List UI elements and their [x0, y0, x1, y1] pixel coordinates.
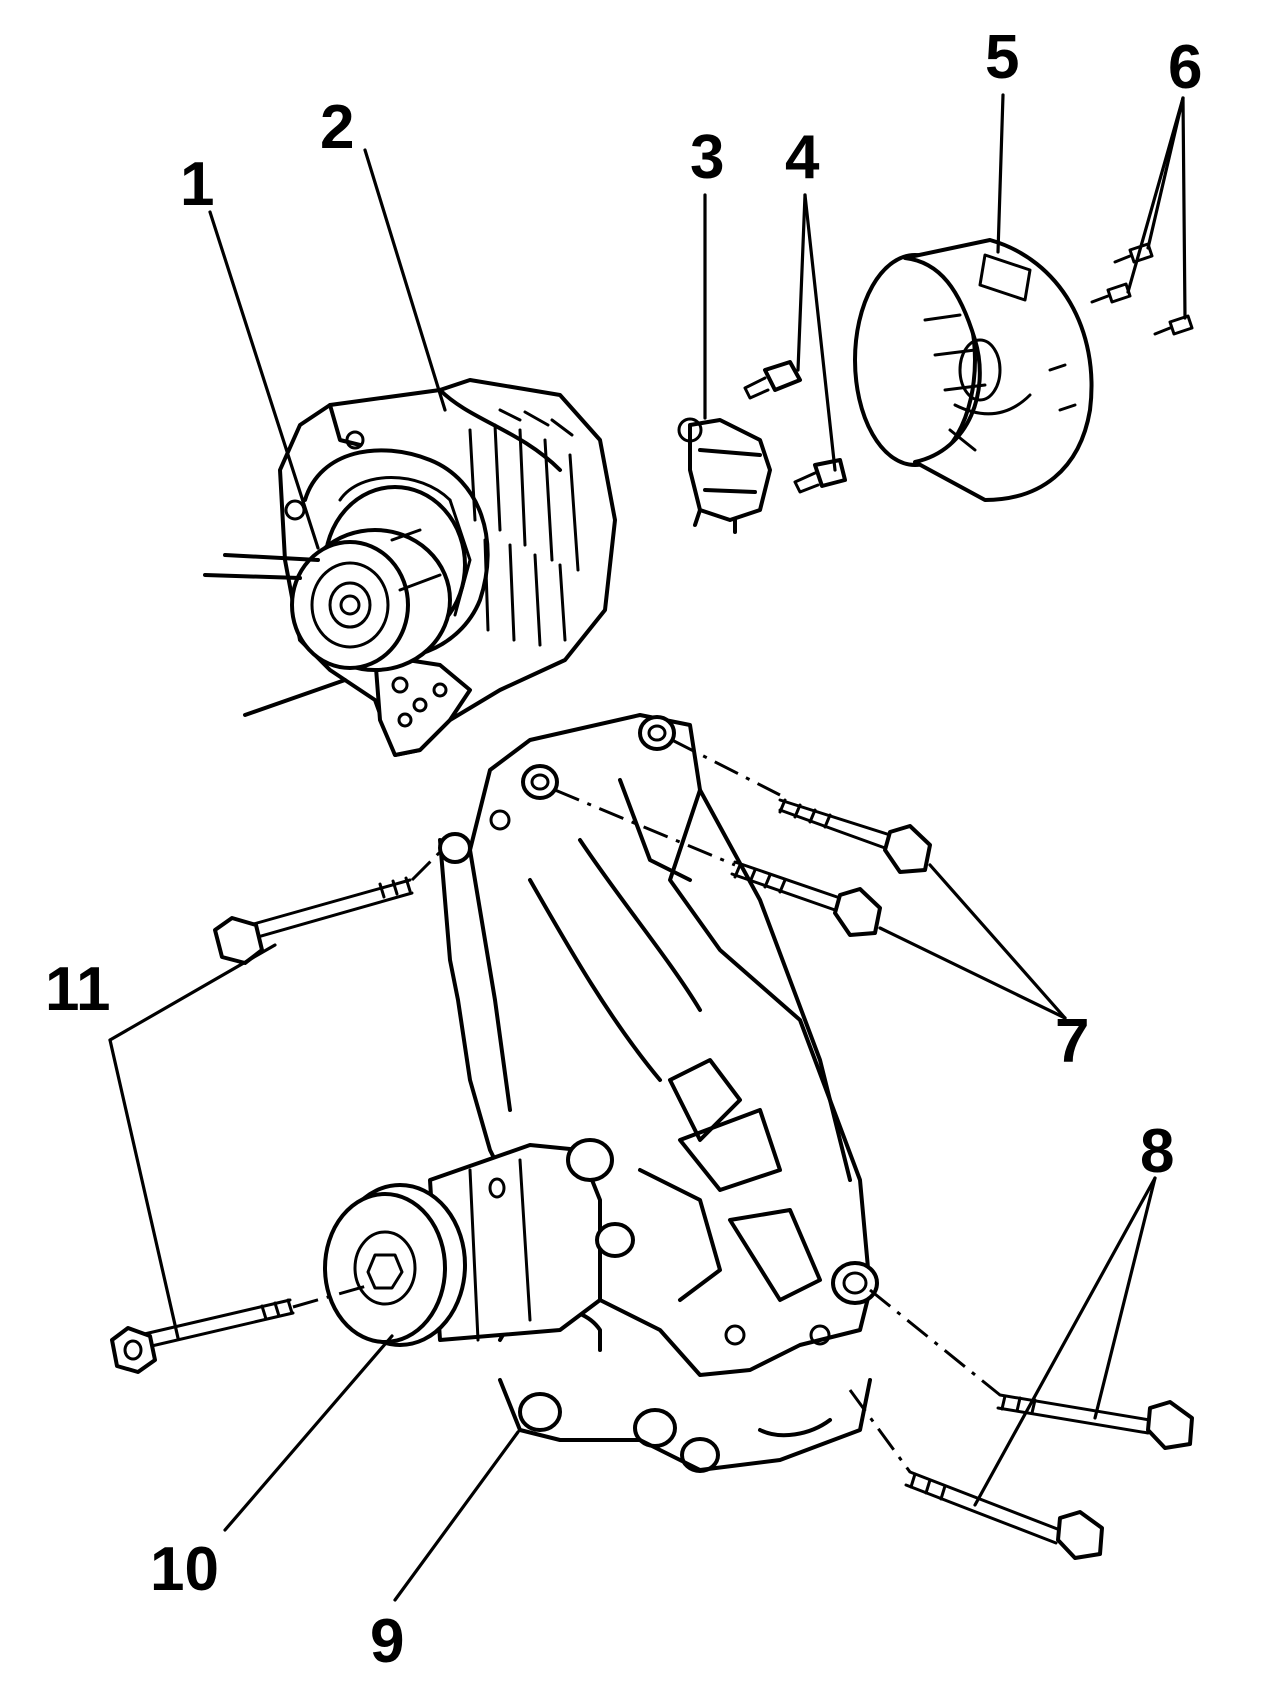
callout-3: 3 [690, 123, 724, 192]
rear-cover [853, 238, 1094, 502]
callout-11: 11 [45, 955, 111, 1024]
regulator-screws [743, 360, 847, 494]
callout-9: 9 [370, 1607, 404, 1676]
cover-screws [1090, 242, 1194, 336]
alternator-cooling-fins [468, 408, 580, 647]
callout-7: 7 [1055, 1007, 1089, 1076]
center-lines [292, 738, 1001, 1473]
leader-lines [108, 93, 1187, 1602]
regulator [677, 417, 772, 534]
bolts-8 [904, 1393, 1194, 1560]
compressor [323, 1138, 635, 1347]
callout-6: 6 [1168, 33, 1202, 102]
callout-labels: 1 2 3 4 5 6 7 8 9 10 11 [45, 23, 1202, 1676]
callout-1: 1 [180, 150, 214, 219]
callout-5: 5 [985, 23, 1019, 92]
pulley [290, 485, 467, 672]
mounting-bracket [438, 713, 879, 1473]
bolts-11 [110, 876, 414, 1374]
alternator-rear-bracket [373, 653, 472, 757]
callout-8: 8 [1140, 1117, 1174, 1186]
bolts-7 [730, 798, 932, 937]
callout-4: 4 [785, 123, 820, 192]
callout-2: 2 [320, 93, 354, 162]
callout-10: 10 [150, 1535, 219, 1604]
alternator [203, 378, 617, 757]
